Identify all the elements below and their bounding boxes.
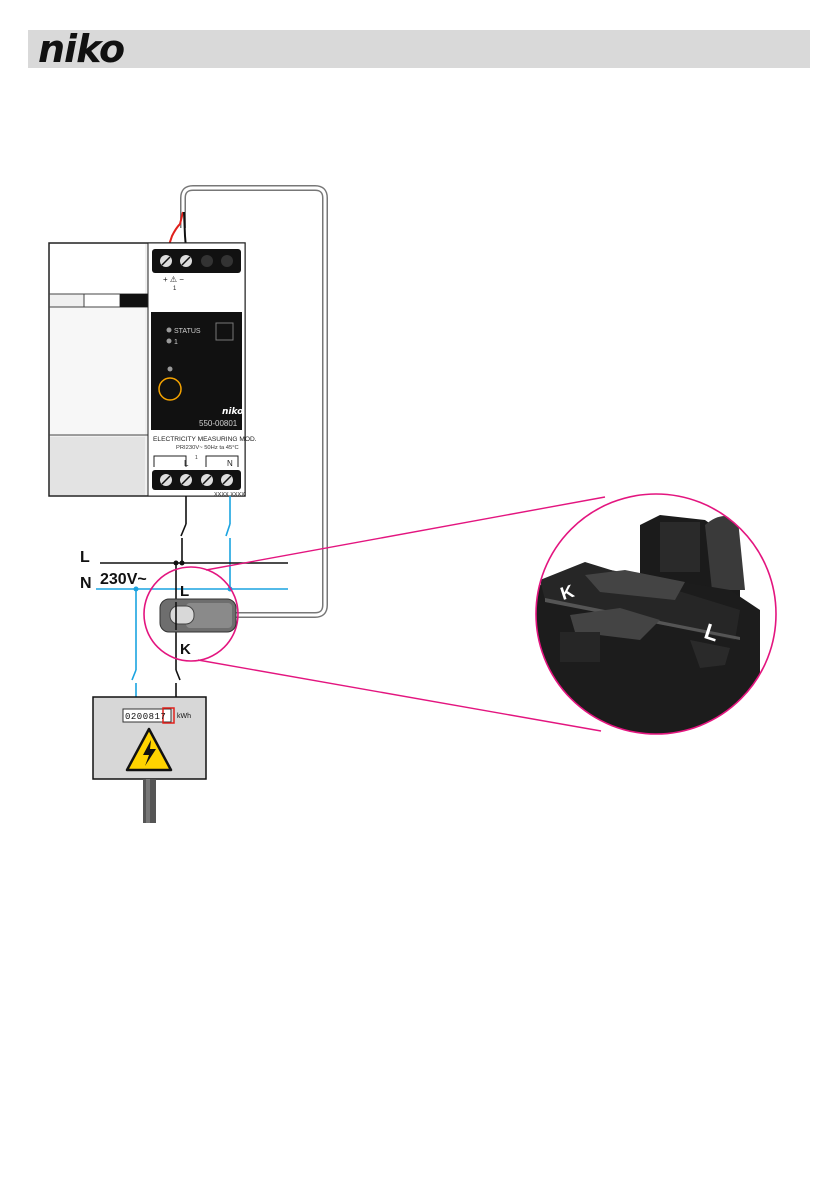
clamp-zoom-view — [530, 490, 790, 740]
meter-neutral-switch — [132, 670, 136, 697]
meter-reading: 0200817 — [125, 712, 166, 722]
meter-unit: kWh — [177, 713, 191, 720]
terminal-sub: 1 — [195, 455, 198, 461]
terminal-N-label: N — [227, 459, 233, 468]
panel-brand: niko — [222, 407, 243, 417]
status-led-label: STATUS — [174, 328, 201, 335]
callout-line-bottom — [198, 660, 601, 731]
module-title: ELECTRICITY MEASURING MOD. — [153, 436, 257, 443]
neutral-label: N — [80, 575, 92, 592]
status-led — [167, 328, 172, 333]
small-led — [168, 367, 173, 372]
line-wire — [181, 496, 186, 564]
terminal-L-label: L — [184, 459, 189, 468]
channel-1-led — [167, 339, 172, 344]
junction-L2 — [180, 561, 185, 566]
model-number: 550-00801 — [199, 419, 238, 428]
clamp-label-K: K — [180, 641, 191, 658]
clamp-label-L: L — [180, 583, 189, 600]
module-rating: PRI230V~ 50Hz ta 45°C — [176, 445, 239, 451]
meter-line-switch — [176, 670, 180, 697]
callout-line-top — [206, 497, 605, 570]
top-terminal-label: + ⚠ − — [163, 275, 184, 284]
line-label: L — [80, 549, 90, 566]
channel-1-led-label: 1 — [174, 339, 178, 346]
voltage-label: 230V~ — [100, 571, 147, 588]
neutral-wire-module — [226, 496, 230, 589]
